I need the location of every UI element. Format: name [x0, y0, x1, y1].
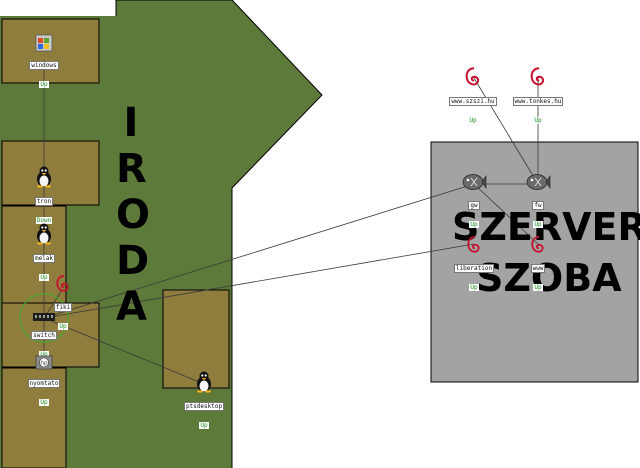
server-room-name-line1: SZERVER [452, 205, 640, 249]
debian-swirl-icon [530, 67, 545, 86]
node-status: Up [39, 351, 49, 358]
node-www[interactable]: www Up [515, 235, 561, 293]
node-label: ptsdesktop [183, 402, 225, 411]
switch-highlight-ring [19, 293, 69, 343]
node-label: melak [32, 254, 56, 263]
node-status: Up [199, 422, 209, 429]
node-fw[interactable]: fw Up [515, 172, 561, 230]
node-switch[interactable]: switch Up [21, 312, 67, 360]
node-windows[interactable]: windows Up [21, 34, 67, 90]
node-label: www [530, 264, 546, 273]
link-switch-ptsdesktop [43, 317, 205, 385]
tux-linux-icon [37, 223, 51, 245]
node-gw[interactable]: gw Up [451, 172, 497, 230]
network-switch-icon [33, 313, 55, 321]
node-label: fiki [53, 303, 73, 312]
node-label: switch [31, 331, 57, 340]
tux-linux-icon [37, 166, 51, 188]
node-label: liberation [453, 264, 495, 273]
office-room-name: IRODA [116, 100, 151, 330]
node-tonkes[interactable]: www.tonkes.hu Up [510, 66, 566, 126]
node-status: Up [39, 399, 49, 406]
node-fiki[interactable]: fiki Up [40, 274, 86, 332]
node-status: Up [58, 323, 68, 330]
node-status: Up [469, 284, 479, 291]
hp-printer-icon: hp [35, 355, 53, 370]
node-label: tron [34, 197, 54, 206]
node-label: www.tonkes.hu [512, 97, 564, 106]
node-status: Up [469, 221, 479, 228]
windows-logo-icon [35, 34, 53, 52]
node-label: gw [468, 201, 480, 210]
network-links [43, 60, 539, 385]
node-status: Down [35, 217, 53, 224]
node-label: windows [29, 61, 59, 70]
xen-fish-icon [526, 174, 551, 190]
link-switch-liberation [43, 243, 475, 319]
node-status: Up [39, 274, 49, 281]
link-gw-www [473, 183, 539, 245]
node-status: Up [468, 117, 478, 124]
link-switch-gw [43, 183, 475, 319]
node-tron[interactable]: tron Down [21, 166, 67, 226]
node-melak[interactable]: melak Up [21, 223, 67, 283]
node-status: Up [533, 117, 543, 124]
node-status: Up [533, 221, 543, 228]
node-status: Up [39, 81, 49, 88]
node-liberation[interactable]: liberation Up [449, 235, 499, 293]
tux-linux-icon [197, 371, 211, 393]
office-room-letters: IRODA [116, 100, 151, 330]
node-szszi[interactable]: www.szszi.hu Up [446, 66, 500, 126]
node-status: Up [533, 284, 543, 291]
svg-text:hp: hp [41, 361, 48, 367]
server-room-name-line2: SZOBA [476, 256, 622, 300]
link-szszi-fw [473, 77, 539, 185]
node-nyomtato[interactable]: hp nyomtato Up [21, 354, 67, 408]
desk-tron [1, 140, 100, 206]
node-label: www.szszi.hu [449, 97, 497, 106]
xen-fish-icon [462, 174, 487, 190]
node-label: fw [532, 201, 544, 210]
node-label: nyomtato [27, 379, 61, 388]
node-ptsdesktop[interactable]: ptsdesktop Up [181, 371, 227, 431]
debian-swirl-icon [465, 67, 480, 86]
debian-swirl-icon [531, 236, 544, 253]
debian-swirl-icon [56, 275, 69, 292]
debian-swirl-icon [467, 236, 480, 253]
